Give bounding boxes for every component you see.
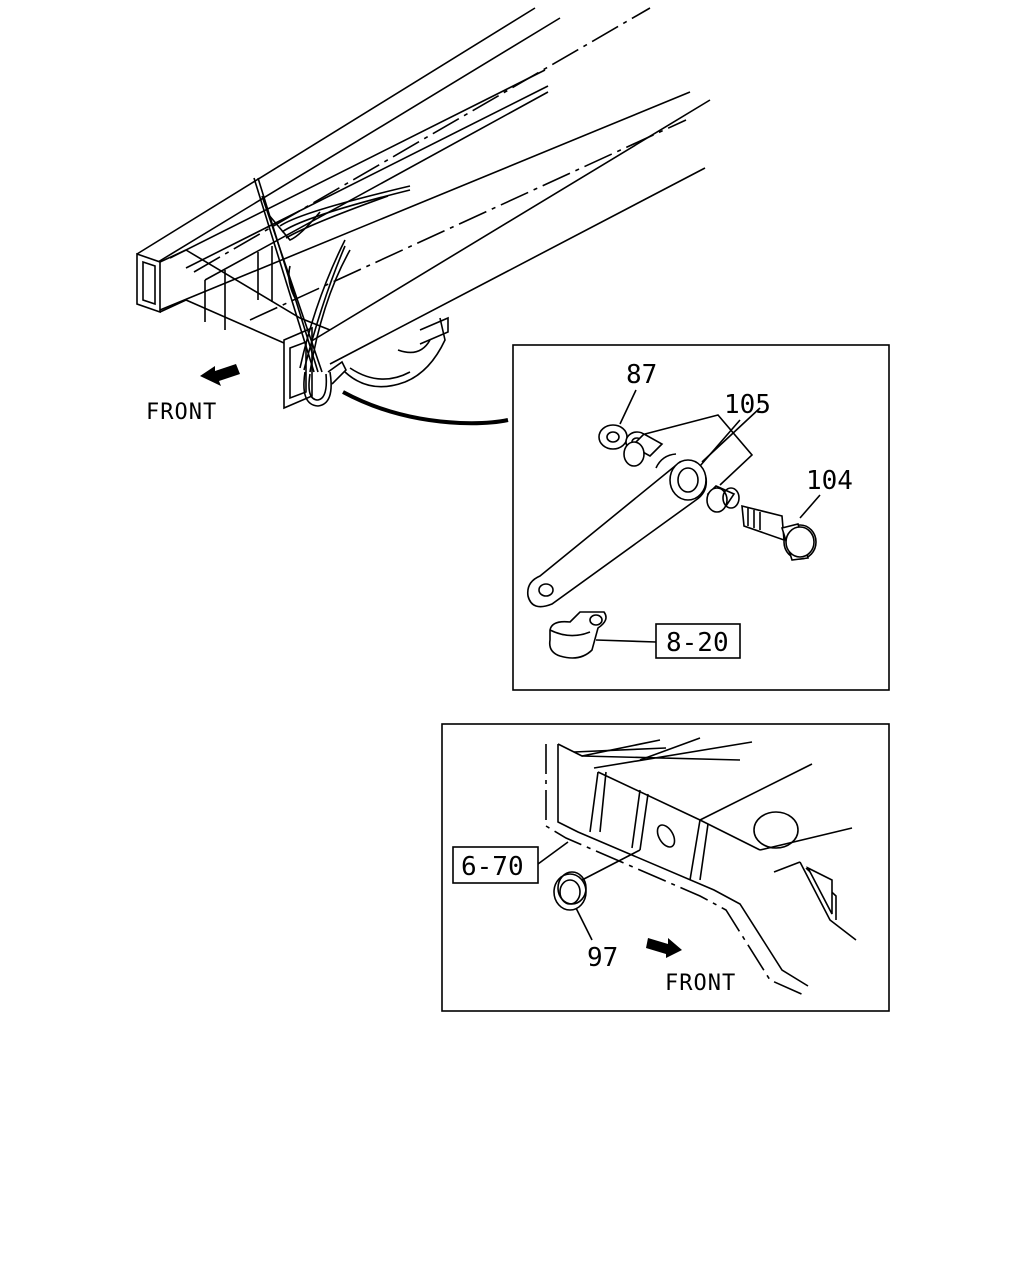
detail-leader-line [342, 390, 509, 426]
detail-box-link-arm [512, 344, 890, 691]
callout-clamp-ref: 8-20 [666, 628, 729, 658]
ref-box-tank [452, 846, 539, 884]
front-label-overview: FRONT [146, 400, 217, 425]
tank-outline [545, 737, 857, 997]
bushing-left-part [623, 433, 664, 467]
bolt-part [741, 504, 817, 561]
grommet-part [553, 871, 587, 911]
front-arrow-detail-icon [646, 938, 682, 958]
bushing-right-part [706, 485, 740, 513]
callout-bushing-set: 105 [724, 390, 771, 420]
link-arm-part [526, 453, 708, 608]
callout-bolt: 104 [806, 466, 853, 496]
front-arrow-icon [200, 364, 240, 386]
ref-box-clamp [655, 623, 741, 659]
detail-box-tank [441, 723, 890, 1012]
front-label-detail: FRONT [665, 971, 736, 996]
frame-overview [136, 7, 711, 426]
callout-nut: 87 [626, 360, 657, 390]
callout-tank-ref: 6-70 [461, 852, 524, 882]
clamp-part [548, 611, 607, 659]
callout-grommet: 97 [587, 943, 618, 973]
